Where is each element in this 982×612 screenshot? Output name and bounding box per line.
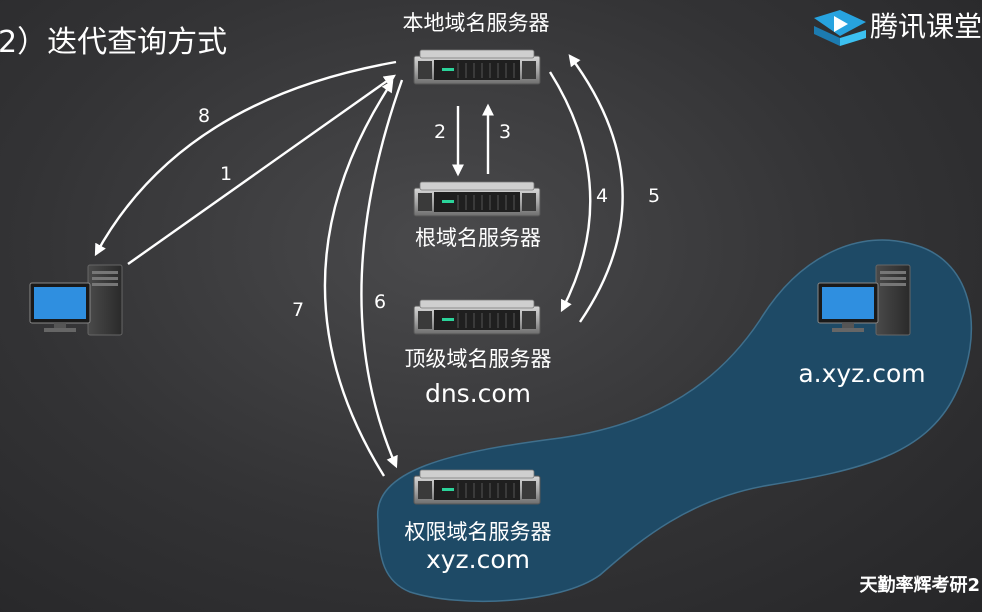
page-title: 2）迭代查询方式 bbox=[0, 25, 227, 60]
step-label-7: 7 bbox=[292, 299, 304, 321]
step-label-6: 6 bbox=[374, 291, 386, 313]
arrow-step-6 bbox=[360, 79, 404, 469]
arrow-step-1 bbox=[127, 74, 396, 265]
local-dns-server-icon bbox=[413, 49, 541, 85]
tld-dns-server-icon bbox=[413, 299, 541, 335]
authoritative-dns-server-icon bbox=[413, 469, 541, 505]
root-dns-server-icon bbox=[413, 181, 541, 217]
client-computer-icon bbox=[29, 264, 123, 336]
root-dns-server-label: 根域名服务器 bbox=[415, 226, 541, 250]
step-label-8: 8 bbox=[198, 105, 210, 127]
arrow-step-5 bbox=[568, 54, 624, 323]
authoritative-dns-server-label: 权限域名服务器 bbox=[405, 520, 552, 544]
step-label-5: 5 bbox=[648, 185, 660, 207]
logo-text: 腾讯课堂 bbox=[870, 10, 982, 43]
watermark-text: 天勤率辉考研2 bbox=[859, 574, 980, 596]
arrow-step-8 bbox=[94, 60, 397, 257]
step-label-4: 4 bbox=[596, 185, 608, 207]
step-label-1: 1 bbox=[220, 163, 232, 185]
arrow-step-7 bbox=[323, 79, 394, 477]
local-dns-server-label: 本地域名服务器 bbox=[403, 11, 550, 35]
arrow-step-4 bbox=[548, 71, 592, 313]
step-label-3: 3 bbox=[499, 121, 511, 143]
step-label-2: 2 bbox=[434, 121, 446, 143]
target-host-domain: a.xyz.com bbox=[798, 359, 925, 388]
tld-domain: dns.com bbox=[425, 379, 531, 408]
tld-dns-server-label: 顶级域名服务器 bbox=[405, 347, 552, 371]
authoritative-domain: xyz.com bbox=[426, 545, 530, 574]
logo: 腾讯课堂 bbox=[814, 10, 982, 46]
authoritative-zone-region bbox=[377, 239, 973, 603]
